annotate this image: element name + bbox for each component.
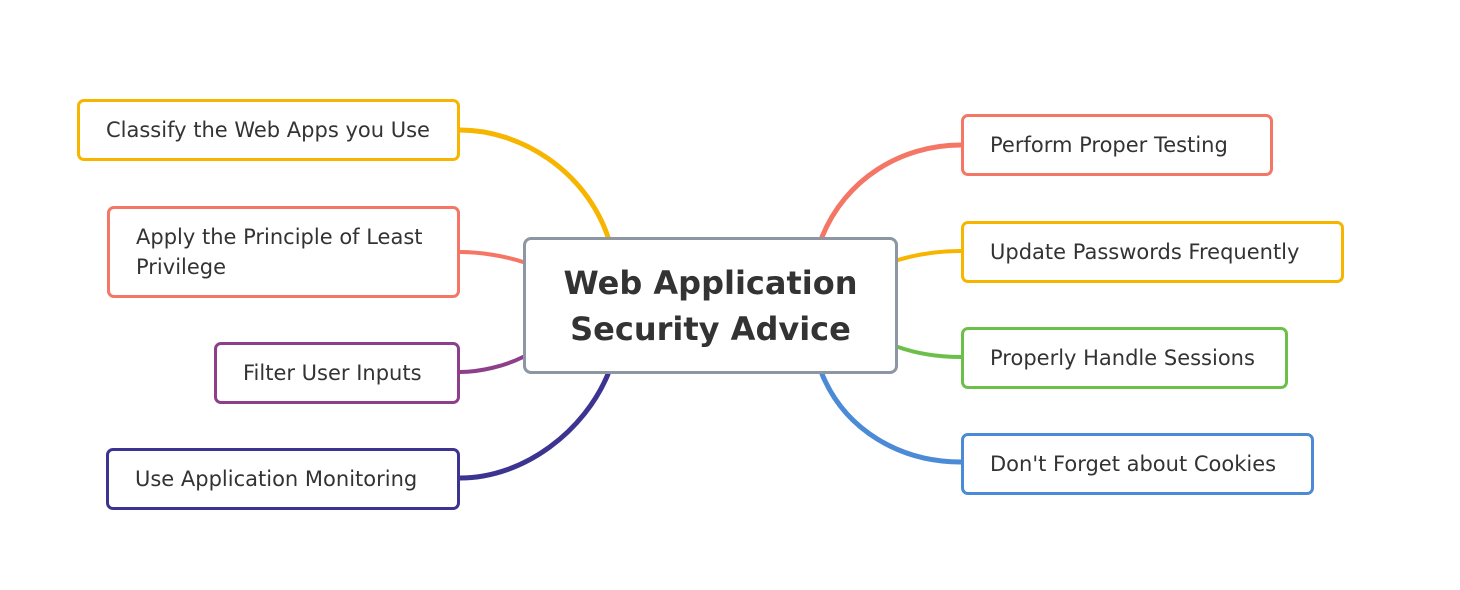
topic-classify[interactable]: Classify the Web Apps you Use: [77, 99, 460, 161]
connector-filter-inputs: [458, 355, 525, 374]
topic-cookies[interactable]: Don't Forget about Cookies: [961, 433, 1314, 495]
topic-sessions[interactable]: Properly Handle Sessions: [961, 327, 1288, 389]
topic-least-privilege-label: Apply the Principle of Least Privilege: [136, 225, 423, 279]
topic-testing[interactable]: Perform Proper Testing: [961, 114, 1273, 176]
topic-filter-inputs-label: Filter User Inputs: [243, 361, 422, 385]
topic-passwords-label: Update Passwords Frequently: [990, 240, 1300, 264]
topic-cookies-label: Don't Forget about Cookies: [990, 452, 1277, 476]
topic-monitoring-label: Use Application Monitoring: [135, 467, 418, 491]
topic-filter-inputs[interactable]: Filter User Inputs: [214, 342, 460, 404]
connector-testing: [819, 142, 964, 240]
central-topic[interactable]: Web Application Security Advice: [523, 237, 898, 374]
connector-cookies: [819, 371, 964, 465]
central-topic-line-1: Web Application: [563, 263, 858, 302]
connector-sessions: [896, 345, 963, 359]
topic-monitoring[interactable]: Use Application Monitoring: [106, 448, 460, 510]
topic-least-privilege[interactable]: Apply the Principle of Least Privilege: [107, 206, 460, 298]
topic-classify-label: Classify the Web Apps you Use: [106, 118, 430, 142]
connector-monitoring: [457, 371, 611, 481]
connector-classify: [457, 127, 611, 240]
central-topic-line-2: Security Advice: [570, 309, 851, 348]
connector-least-privilege: [458, 250, 525, 264]
topic-passwords[interactable]: Update Passwords Frequently: [961, 221, 1344, 283]
topic-sessions-label: Properly Handle Sessions: [990, 346, 1255, 370]
connector-passwords: [896, 249, 963, 262]
topic-testing-label: Perform Proper Testing: [990, 133, 1228, 157]
